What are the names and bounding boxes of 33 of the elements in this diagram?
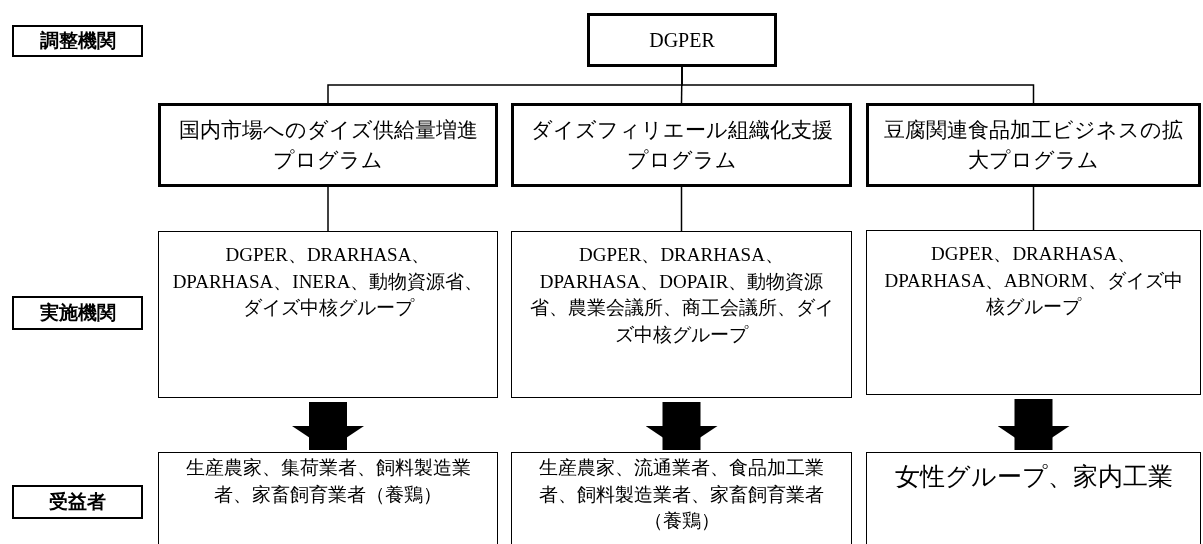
box-text: 生産農家、流通業者、食品加工業者、飼料製造業者、家畜飼育業者（養鶏） [538,456,825,534]
program-box [158,103,498,187]
connector-line [1032,186,1035,231]
box-text: DGPER [649,28,715,52]
program-box [511,103,852,187]
box-text: DGPER、DRARHASA、DPARHASA、ABNORM、ダイズ中核グループ [883,242,1184,320]
box-text: 女性グループ、家内工業 [894,462,1173,492]
box-text: 豆腐関連食品加工ビジネスの拡大プログラム [883,116,1184,174]
connector-line [680,186,683,232]
block-arrow [997,399,1070,450]
category-label: 実施機関 [39,301,116,325]
agency-box [587,13,777,67]
category-label-box [12,485,143,519]
box-text: DGPER、DRARHASA、DPARHASA、DOPAIR、動物資源省、農業会議所、商工会議所、ダイズ中核グループ [528,243,835,347]
agency-list-box [866,230,1201,395]
agency-list-box [158,231,498,398]
box-text: ダイズフィリエール組織化支援プログラム [529,116,834,174]
connector-line [327,186,329,232]
category-label-box [12,25,143,57]
block-arrow [292,402,364,450]
beneficiary-box [511,452,852,544]
beneficiary-box [866,452,1201,544]
program-box [866,103,1201,187]
category-label: 調整機関 [39,29,116,53]
connector-line [681,66,1035,104]
category-label-box [12,296,143,330]
beneficiary-box [158,452,498,544]
category-label: 受益者 [49,490,106,514]
box-text: 国内市場へのダイズ供給量増進プログラム [177,116,479,174]
agency-list-box [511,231,852,398]
box-text: 生産農家、集荷業者、飼料製造業者、家畜飼育業者（養鶏） [184,456,472,507]
block-arrow [645,402,718,450]
box-text: DGPER、DRARHASA、DPARHASA、INERA、動物資源省、ダイズ中核グループ [171,243,485,321]
